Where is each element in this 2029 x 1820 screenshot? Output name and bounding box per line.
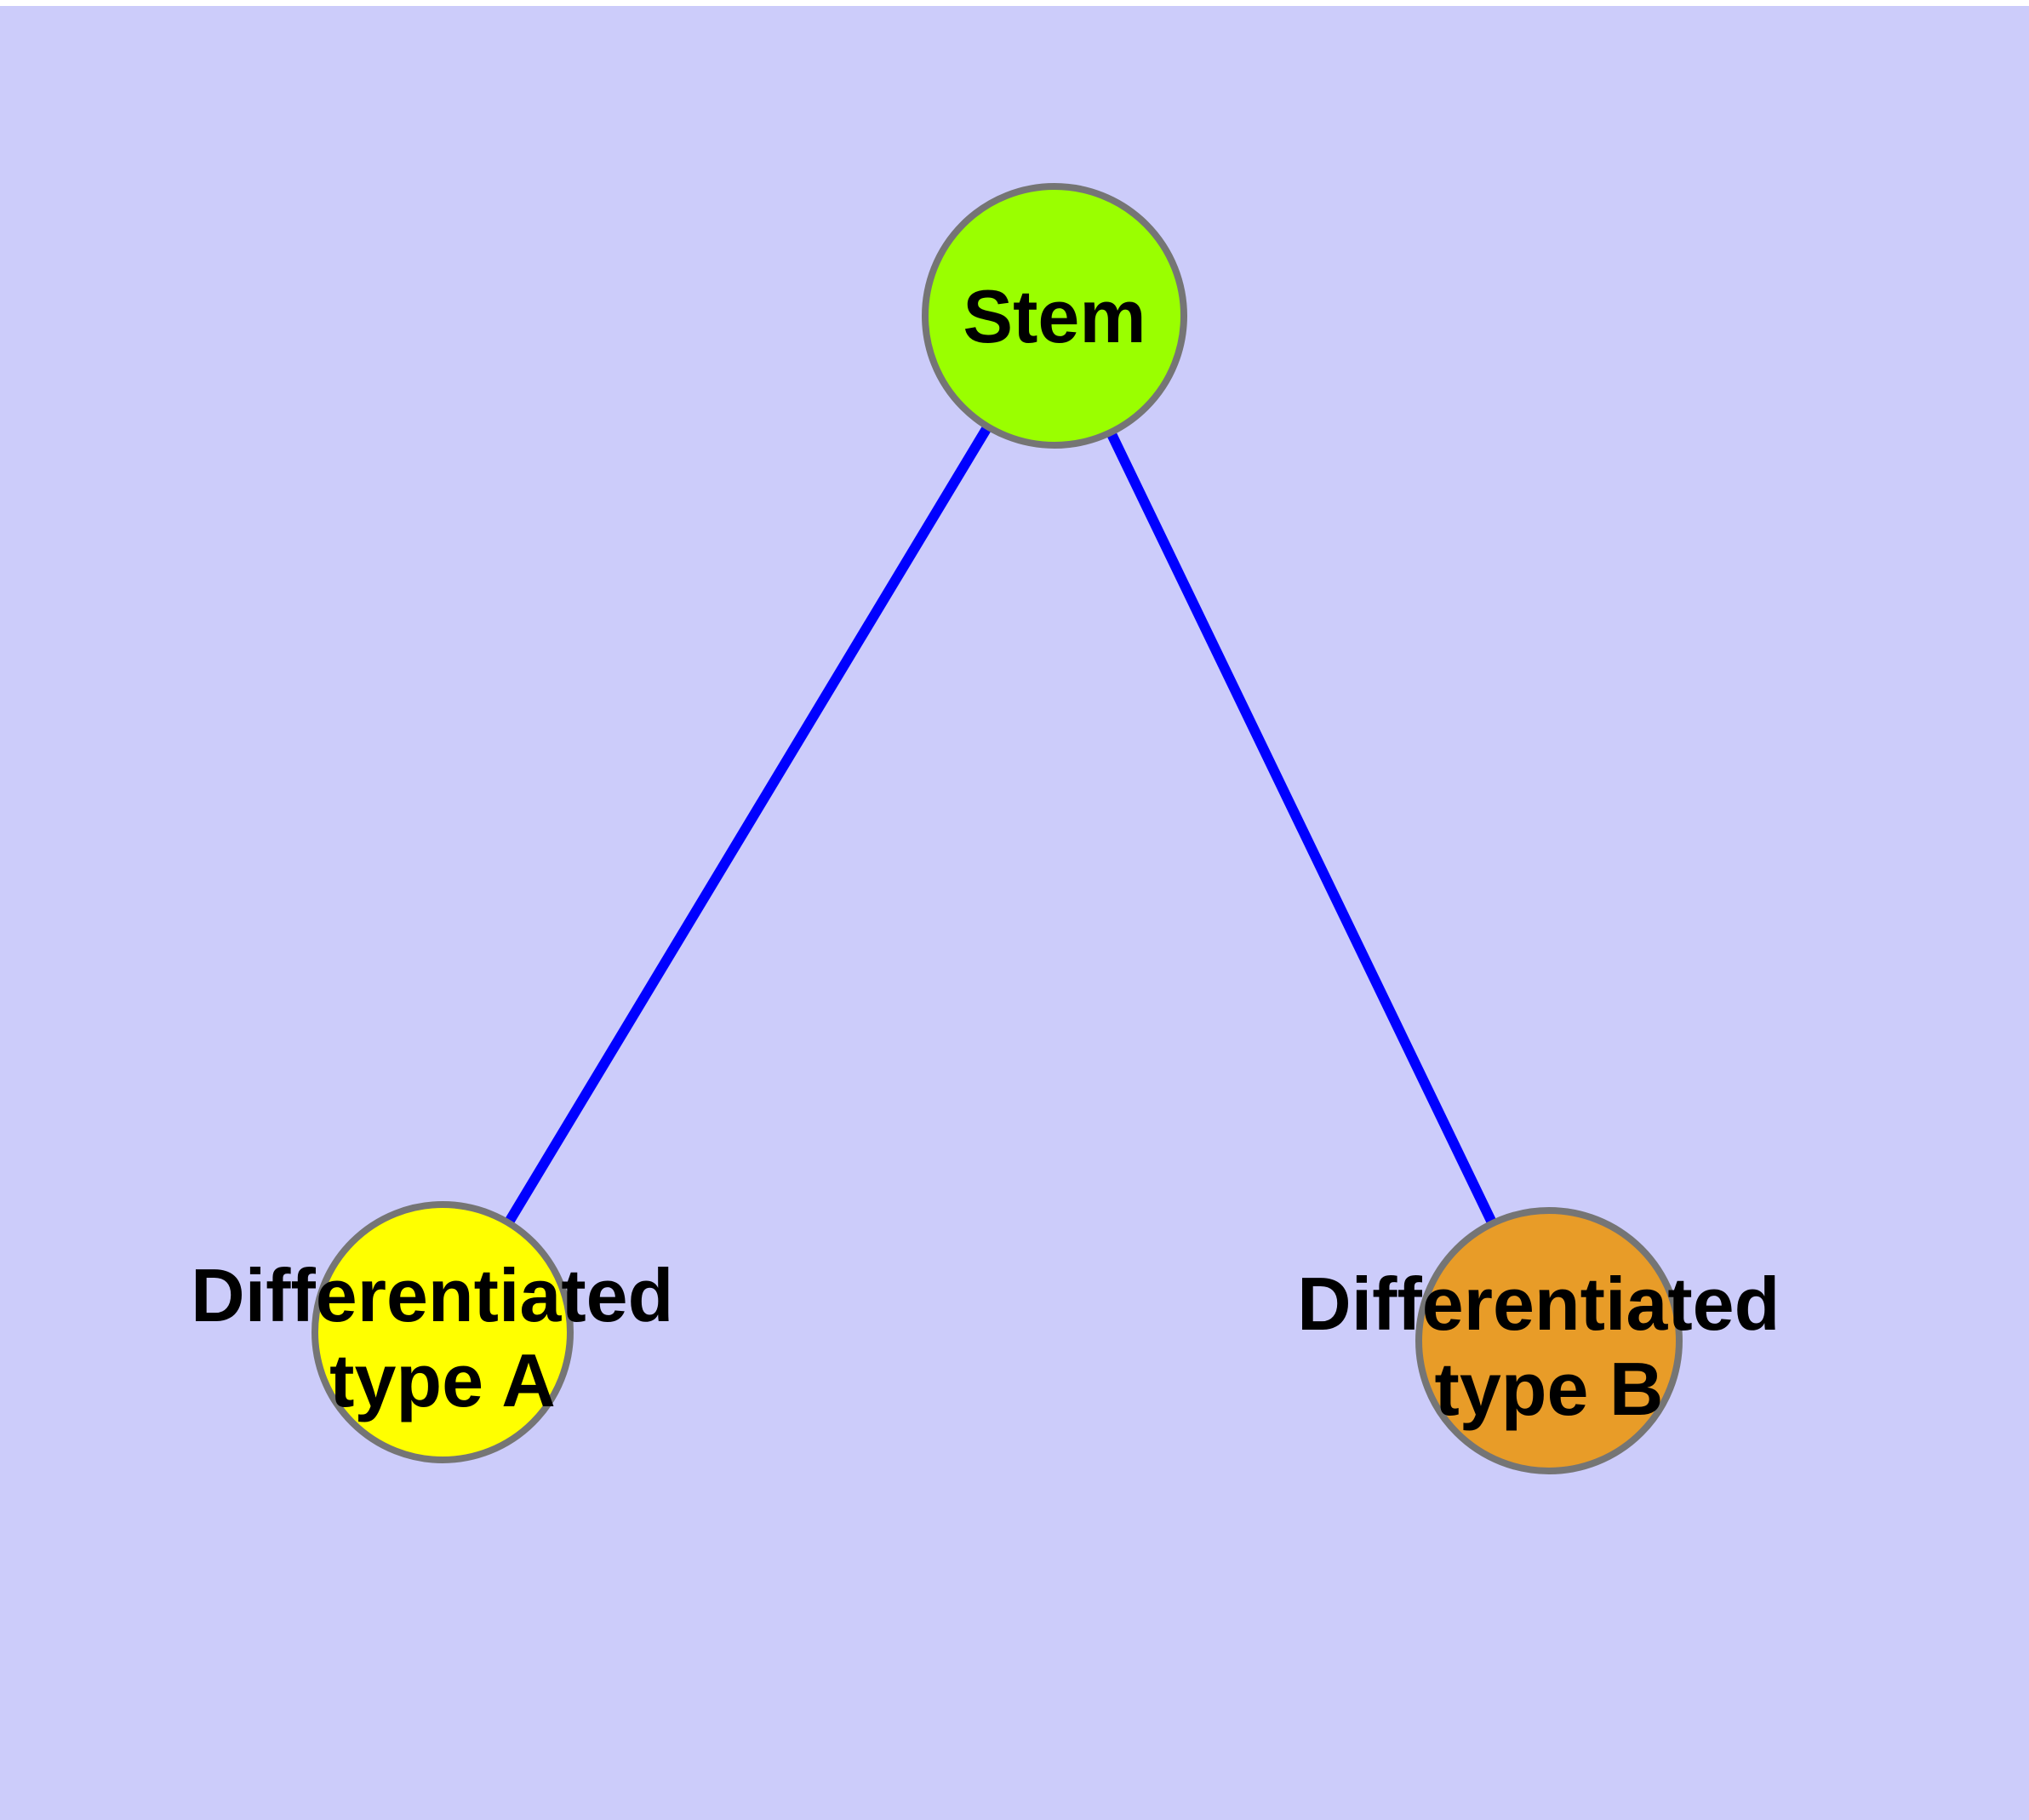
node-stem[interactable]: Stem	[922, 183, 1187, 449]
node-stem-label-line-1: Stem	[963, 274, 1146, 358]
edge-stem-to-diff-a[interactable]	[437, 312, 1060, 1336]
node-diff-a-circle[interactable]	[311, 1201, 574, 1463]
edge-stem-to-diff-b[interactable]	[1049, 313, 1554, 1343]
node-diff-a-label: Differentiated type A	[191, 1253, 694, 1422]
node-diff-b-circle[interactable]	[1415, 1207, 1683, 1474]
edge-layer	[437, 312, 1554, 1343]
node-diff-b-label-line-2: type B	[1435, 1347, 1664, 1431]
node-diff-b[interactable]: Differentiated type B	[1297, 1207, 1801, 1474]
node-diff-a-label-line-1: Differentiated	[191, 1253, 673, 1337]
node-diff-b-label-line-1: Differentiated	[1297, 1262, 1780, 1346]
node-diff-b-label: Differentiated type B	[1297, 1262, 1801, 1431]
node-stem-circle[interactable]	[922, 183, 1187, 449]
canvas-top-margin	[0, 0, 2029, 6]
node-diff-a[interactable]: Differentiated type A	[191, 1201, 694, 1463]
node-stem-label: Stem	[963, 274, 1146, 358]
node-layer: Stem Differentiated type A Differentiate…	[191, 183, 1801, 1474]
node-diff-a-label-line-2: type A	[329, 1338, 556, 1422]
